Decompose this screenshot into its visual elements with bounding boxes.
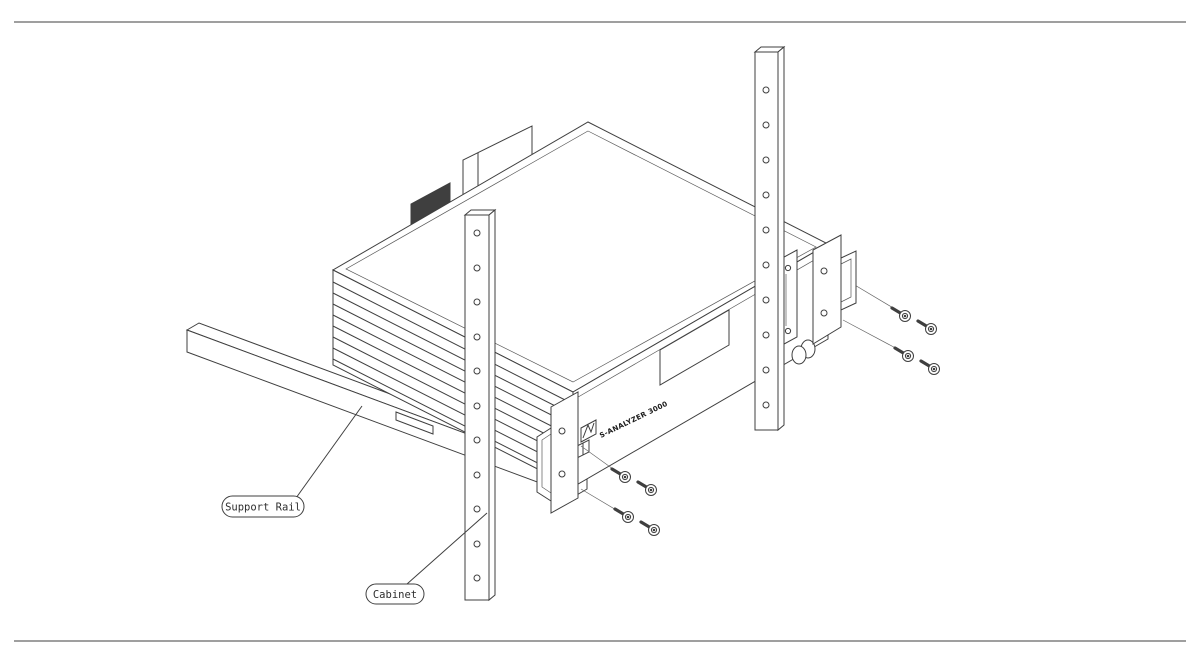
vent-slat-line (332, 336, 574, 460)
mounting-screws-bottom (610, 467, 662, 538)
rack-hole (762, 296, 770, 304)
rack-hole (762, 226, 770, 234)
latch-screw (784, 264, 792, 272)
ear-screw-hole (820, 267, 828, 275)
front-knob (791, 339, 816, 365)
rack-hole (473, 505, 481, 513)
cabinet-post-right (753, 45, 786, 432)
front-panel-label-sticker (659, 309, 730, 386)
rack-hole (762, 401, 770, 409)
post-front-face (754, 51, 779, 431)
rack-hole (762, 366, 770, 374)
rack-hole (473, 402, 481, 410)
callout-leader-line (406, 512, 488, 585)
latch-screw (784, 327, 792, 335)
ear-screw-hole (820, 309, 828, 317)
rack-hole (473, 367, 481, 375)
callout-label: Cabinet (373, 589, 417, 601)
screw-axis-line (842, 319, 904, 353)
ear-handle-inner (541, 433, 552, 494)
vent-slat-line (332, 303, 574, 427)
rack-ear-left (536, 391, 579, 514)
callout-bubble (221, 495, 305, 518)
vent-slat-line (332, 281, 574, 405)
rack-hole (762, 331, 770, 339)
vent-slat-line (332, 292, 574, 416)
rack-ear-right (812, 234, 857, 345)
rack-hole (473, 264, 481, 272)
post-side-face (777, 45, 785, 432)
mounting-screw (639, 520, 662, 538)
ear-plate (812, 234, 842, 345)
cabinet-post-left (463, 208, 497, 602)
callout-support-rail: Support Rail (221, 405, 363, 518)
ear-plate (550, 391, 579, 514)
rack-hole (473, 471, 481, 479)
mounting-screws-right (890, 306, 942, 377)
mounting-screw (636, 480, 659, 498)
logo-glyph (582, 422, 595, 439)
support-rail-cutout (395, 411, 434, 435)
mounting-screw (613, 507, 636, 525)
callout-label: Support Rail (225, 502, 301, 514)
rack-hole (473, 333, 481, 341)
ventilation-slats (332, 281, 574, 482)
rack-hole (762, 261, 770, 269)
post-mounting-holes (473, 229, 481, 582)
callout-cabinet: Cabinet (365, 512, 488, 605)
chassis-top-seam (345, 130, 817, 383)
rack-hole (473, 540, 481, 548)
mounting-screw (610, 467, 633, 485)
rack-hole (473, 436, 481, 444)
knob-front (791, 345, 807, 365)
rack-hole (473, 229, 481, 237)
brand-logo-icon (580, 419, 597, 443)
ear-screw-hole (558, 470, 566, 478)
vent-slat-line (332, 314, 574, 438)
callout-bubble (365, 583, 425, 605)
mounting-screw (919, 359, 942, 377)
mounting-screw (916, 319, 939, 337)
mounting-screw (893, 346, 916, 364)
rack-hole (762, 156, 770, 164)
vent-slat-line (332, 347, 574, 471)
rack-hole (762, 86, 770, 94)
logo-frame (580, 419, 597, 443)
mounting-screw (890, 306, 913, 324)
ear-handle-inner (840, 258, 852, 303)
ear-screw-hole (558, 427, 566, 435)
rack-hole (762, 191, 770, 199)
callout-leader-line (295, 405, 363, 499)
rack-hole (473, 298, 481, 306)
rack-hole (762, 121, 770, 129)
post-side-face (488, 208, 496, 602)
vent-slat-line (332, 358, 574, 482)
vent-slat-line (332, 325, 574, 449)
rack-hole (473, 574, 481, 582)
post-mounting-holes (762, 86, 770, 409)
